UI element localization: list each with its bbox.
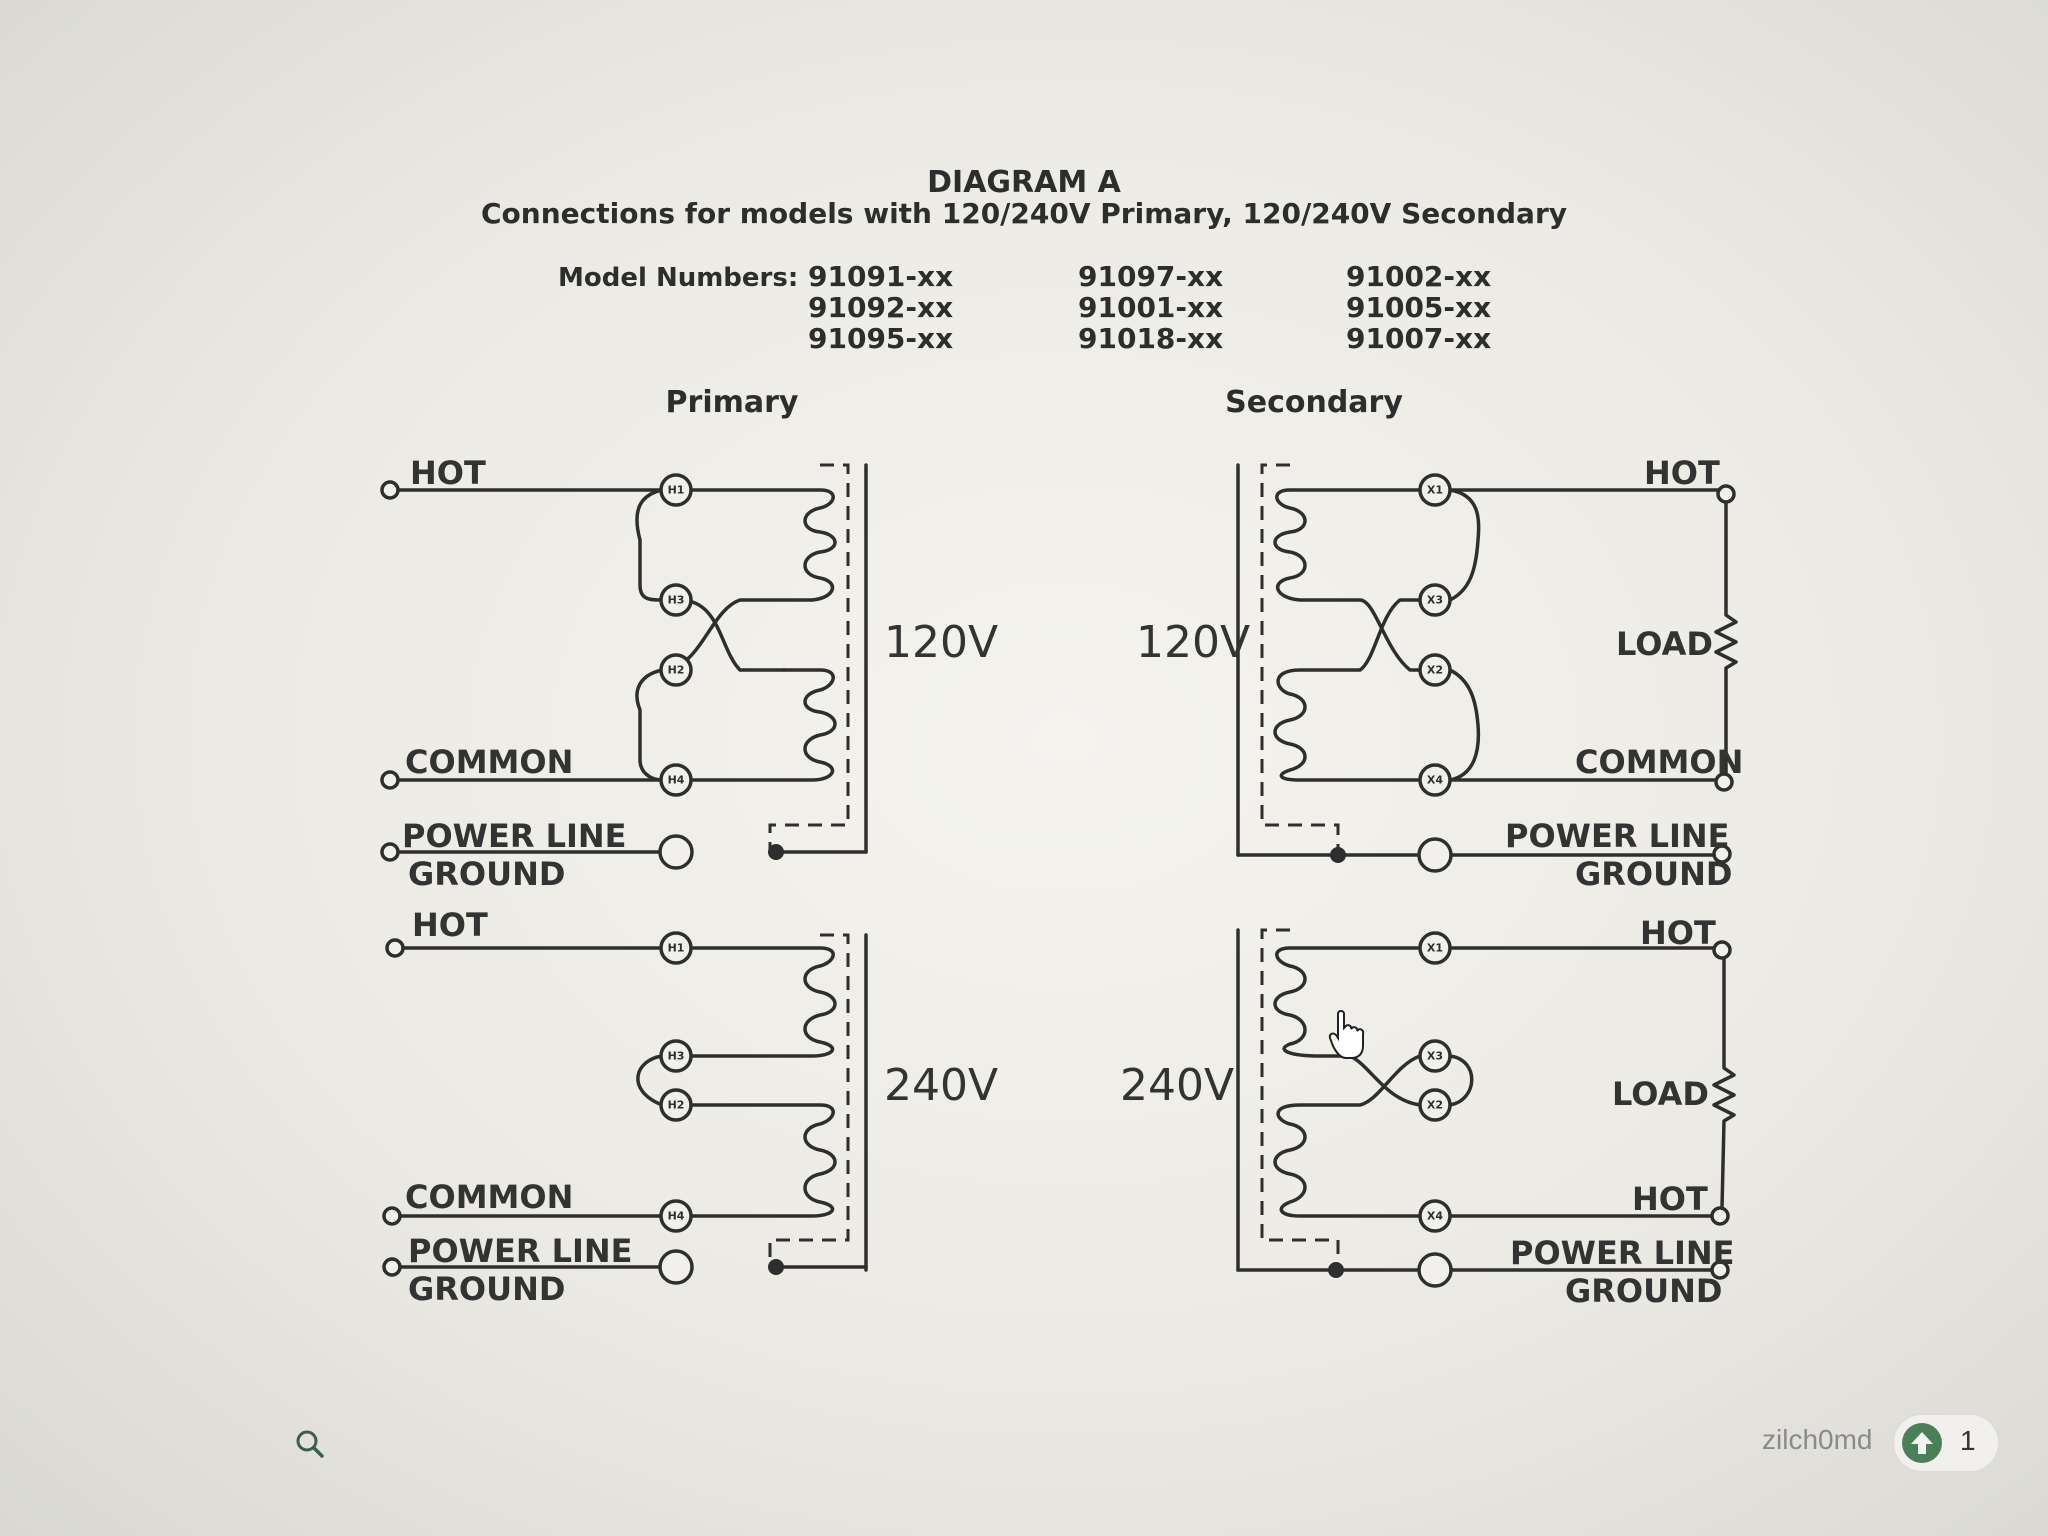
terminal-x2: X2	[1427, 1099, 1443, 1112]
secondary-120v-circuit: HOT LOAD COMMON POWER LINE GROUND X1 X3 …	[1136, 454, 1743, 893]
hot-label: HOT	[1640, 914, 1716, 952]
terminal-h2: H2	[668, 1099, 685, 1112]
hot-label: HOT	[1644, 454, 1720, 492]
hand-pointer-icon	[1328, 1010, 1365, 1059]
ground-label: GROUND	[1565, 1272, 1722, 1310]
secondary-voltage-120: 120V	[1136, 617, 1250, 668]
common-label: COMMON	[1575, 743, 1743, 781]
secondary-heading: Secondary	[1225, 385, 1403, 420]
common-label: COMMON	[405, 1178, 573, 1216]
primary-voltage-120: 120V	[884, 617, 998, 668]
model-number: 91092-xx	[808, 291, 953, 324]
terminal-h2: H2	[668, 664, 685, 677]
vote-count: 1	[1960, 1425, 1976, 1456]
primary-heading: Primary	[666, 385, 799, 420]
terminal-x1: X1	[1427, 942, 1443, 955]
secondary-240v-circuit: HOT LOAD HOT POWER LINE GROUND X1 X3 X2 …	[1120, 914, 1736, 1310]
power-line-label: POWER LINE	[408, 1232, 633, 1270]
load-label: LOAD	[1616, 625, 1713, 663]
search-icon[interactable]	[290, 1424, 330, 1464]
model-number: 91007-xx	[1346, 322, 1491, 355]
common-label: COMMON	[405, 743, 573, 781]
hot-label: HOT	[1632, 1180, 1708, 1218]
terminal-x2: X2	[1427, 664, 1443, 677]
terminal-x1: X1	[1427, 484, 1443, 497]
terminal-x3: X3	[1427, 594, 1443, 607]
model-number: 91097-xx	[1078, 260, 1223, 293]
terminal-h4: H4	[668, 774, 685, 787]
model-number: 91005-xx	[1346, 291, 1491, 324]
power-line-label: POWER LINE	[402, 817, 627, 855]
model-number: 91091-xx	[808, 260, 953, 293]
power-line-label: POWER LINE	[1505, 817, 1730, 855]
username[interactable]: zilch0md	[1762, 1424, 1873, 1455]
ground-label: GROUND	[1575, 855, 1732, 893]
terminal-h1: H1	[668, 942, 685, 955]
model-number: 91002-xx	[1346, 260, 1491, 293]
upvote-button[interactable]: 1	[1892, 1413, 2000, 1473]
terminal-x4: X4	[1427, 774, 1443, 787]
hot-label: HOT	[412, 906, 488, 944]
terminal-h3: H3	[668, 1050, 685, 1063]
terminal-x4: X4	[1427, 1210, 1443, 1223]
load-label: LOAD	[1612, 1075, 1709, 1113]
ground-label: GROUND	[408, 1270, 565, 1308]
model-number: 91018-xx	[1078, 322, 1223, 355]
primary-240v-circuit: HOT COMMON POWER LINE GROUND H1 H3 H2 H4…	[382, 906, 998, 1308]
terminal-h1: H1	[668, 484, 685, 497]
secondary-voltage-240: 240V	[1120, 1060, 1234, 1111]
terminal-x3: X3	[1427, 1050, 1443, 1063]
terminal-h3: H3	[668, 594, 685, 607]
upvote-arrow-icon	[1902, 1423, 1942, 1463]
model-number: 91095-xx	[808, 322, 953, 355]
model-numbers-label: Model Numbers:	[558, 263, 798, 293]
diagram-title: DIAGRAM A	[927, 165, 1122, 200]
power-line-label: POWER LINE	[1510, 1234, 1735, 1272]
primary-120v-circuit: HOT COMMON POWER LINE GROUND H1 H3 H2 H4…	[380, 454, 998, 893]
hot-label: HOT	[410, 454, 486, 492]
primary-voltage-240: 240V	[884, 1060, 998, 1111]
terminal-h4: H4	[668, 1210, 685, 1223]
model-number: 91001-xx	[1078, 291, 1223, 324]
ground-label: GROUND	[408, 855, 565, 893]
diagram-subtitle: Connections for models with 120/240V Pri…	[481, 197, 1567, 230]
